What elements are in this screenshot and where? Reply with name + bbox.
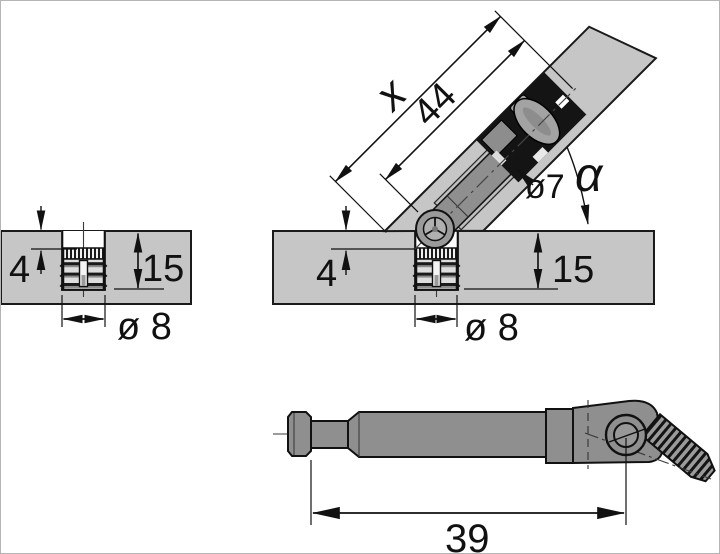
angled-bolt-assembly: x 44: [329, 10, 658, 250]
dim-x-extension-lower: [329, 175, 387, 233]
dim-d8-label: ø 8: [464, 307, 519, 349]
dim-x-label: x: [364, 68, 417, 121]
ball-joint-center: [432, 226, 438, 232]
dim-39-label: 39: [445, 517, 490, 553]
bolt-shaft: [347, 411, 547, 458]
left-section-view: 4 15 ø 8: [1, 206, 192, 348]
dim-x-arrow: [334, 15, 501, 183]
dim-4-label: 4: [9, 249, 30, 291]
panel-cross-section: [272, 230, 655, 305]
dim-upper-extension: [494, 10, 574, 89]
bolt-side-view: 39: [273, 399, 716, 553]
angle-alpha-arc: [566, 146, 590, 225]
angle-alpha-label: α: [575, 149, 604, 202]
bolt-collar: [545, 408, 574, 464]
dim-44-arrow: [384, 39, 526, 181]
dim-44-extension-lower: [379, 173, 419, 213]
dim-15-label: 15: [142, 248, 184, 290]
cam-disc-core: [522, 107, 551, 136]
dim-4-label: 4: [316, 253, 337, 295]
stud-centerline: [584, 432, 712, 480]
housing-detail: [480, 119, 518, 157]
dim-15-label: 15: [552, 249, 594, 291]
housing-gap: [532, 146, 549, 163]
dowel-insert: [58, 220, 109, 299]
pivot-face-line: [608, 428, 646, 443]
dim-d7-label: ø7: [525, 168, 565, 206]
dim-d7-leader: [516, 168, 534, 186]
dim-44-label: 44: [405, 75, 465, 135]
dim-d8-label: ø 8: [117, 306, 172, 348]
angled-assembly-view: x 44 4 15 ø 8 ø7 α: [272, 10, 658, 349]
bolt-head: [287, 411, 312, 457]
bolt-neck: [310, 420, 349, 449]
